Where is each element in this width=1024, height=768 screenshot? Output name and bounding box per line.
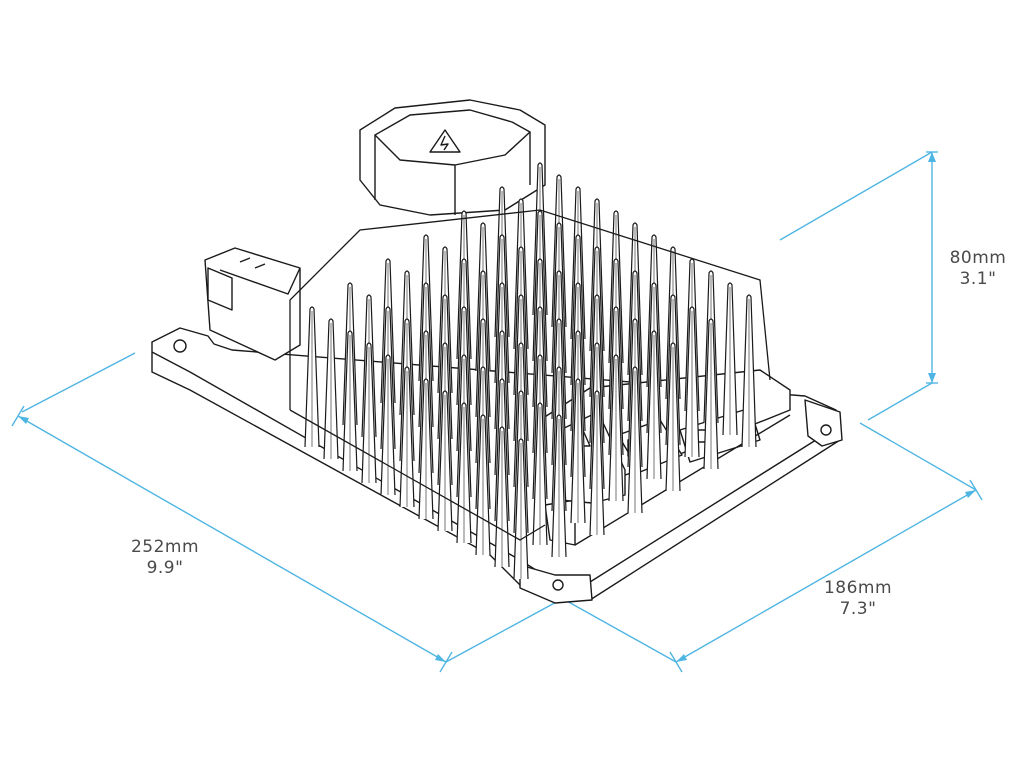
warning-bolt <box>440 135 449 151</box>
width-metric: 186mm <box>823 578 893 598</box>
length-imperial: 9.9" <box>146 558 184 578</box>
height-metric: 80mm <box>949 248 1007 268</box>
width-extension-line-right <box>859 422 977 491</box>
length-dimension-line <box>17 415 447 663</box>
dimension-lines <box>17 151 977 663</box>
mount-hole <box>552 579 564 591</box>
width-extension-line-left <box>564 599 677 663</box>
arrowhead <box>676 654 687 662</box>
warning-triangle-icon <box>429 129 461 153</box>
arrowhead <box>965 490 976 498</box>
arrowhead <box>928 373 936 383</box>
terminal-block-left-connector <box>207 267 233 311</box>
mount-hole <box>173 339 187 353</box>
base-mount-ear-right <box>804 399 843 447</box>
width-imperial: 7.3" <box>839 599 877 619</box>
heatsink-body <box>289 209 771 541</box>
arrowhead <box>928 152 936 162</box>
top-connector-side <box>374 132 531 215</box>
dimension-arrowheads <box>18 152 976 662</box>
width-label: 186mm 7.3" <box>808 578 908 620</box>
length-extension-line-left <box>21 352 136 413</box>
top-connector-housing <box>359 99 546 216</box>
arrowhead <box>435 654 446 662</box>
heatsink-fins-front-row <box>304 306 529 580</box>
mount-hole <box>820 424 832 436</box>
height-imperial: 3.1" <box>959 269 997 289</box>
height-extension-line-bottom <box>867 382 933 421</box>
length-extension-line-right <box>445 599 561 663</box>
height-label: 80mm 3.1" <box>938 248 1018 290</box>
arrowhead <box>18 416 29 424</box>
heatsink-fins <box>342 162 757 558</box>
width-dimension-line <box>675 489 977 663</box>
height-extension-line-top <box>779 151 933 241</box>
length-label: 252mm 9.9" <box>110 537 220 579</box>
dimension-end-ticks <box>11 151 983 673</box>
length-metric: 252mm <box>130 537 200 557</box>
terminal-block-left-top <box>219 257 301 295</box>
